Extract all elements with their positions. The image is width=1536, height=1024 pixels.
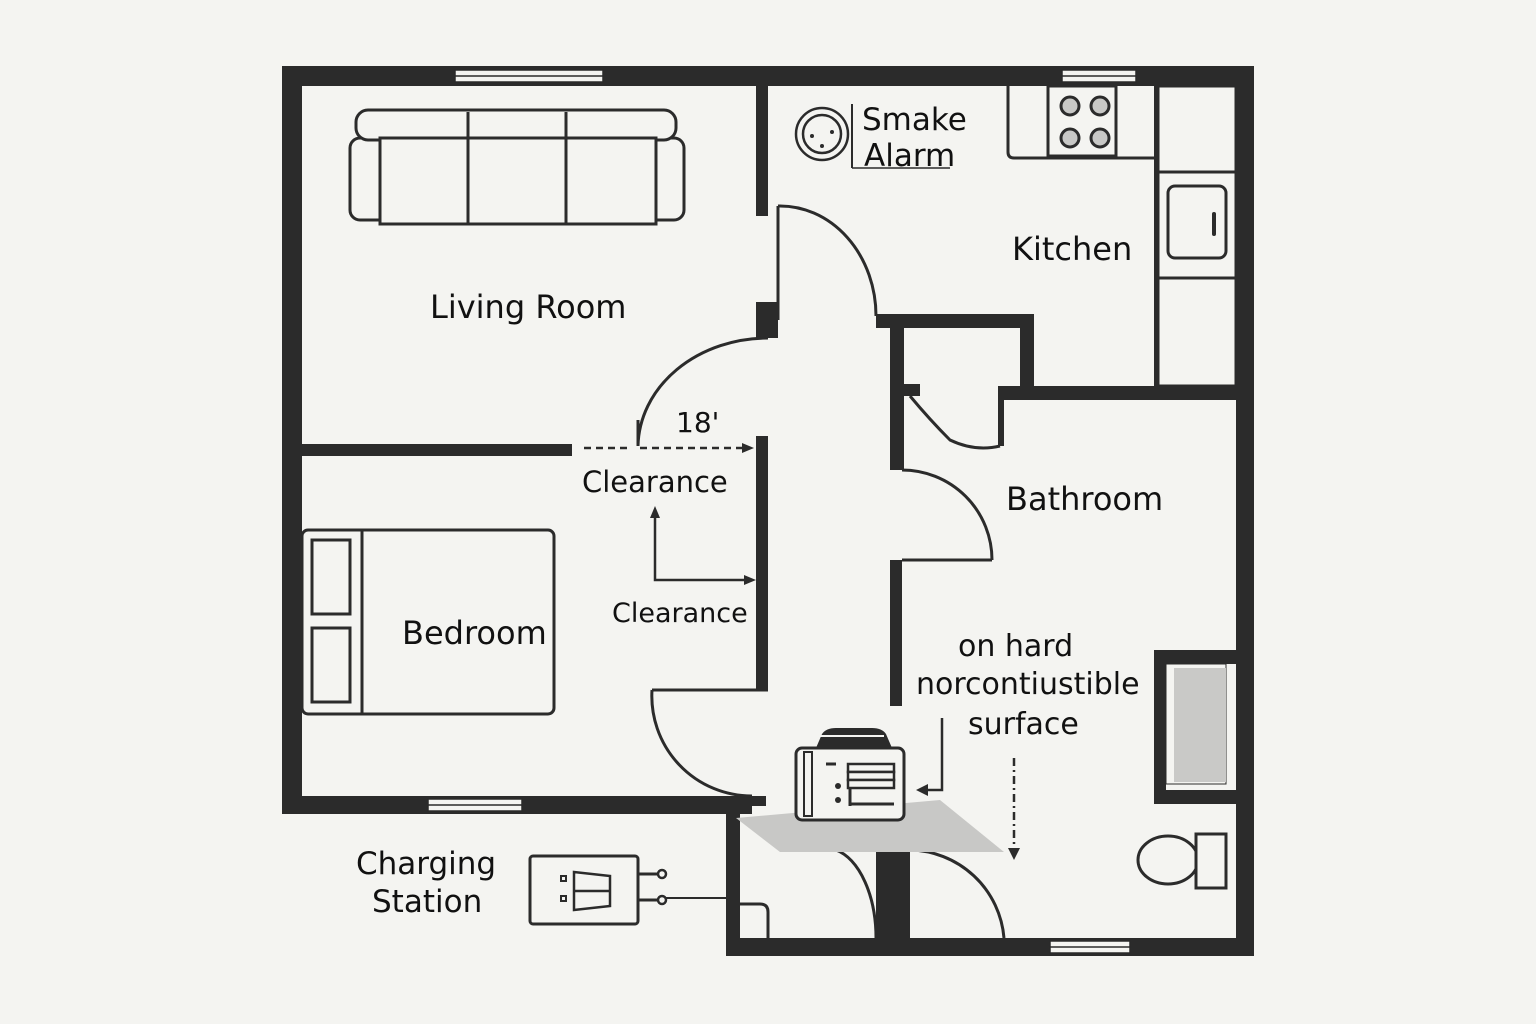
- doors: [636, 204, 1006, 941]
- surface-label-line2: norcontiustible: [916, 667, 1140, 702]
- room-label-living-room: Living Room: [430, 288, 626, 326]
- surface-label-line3: surface: [968, 707, 1079, 742]
- clearance-label-bottom: Clearance: [612, 598, 748, 629]
- clearance-arrow-bottom: [650, 506, 756, 585]
- smoke-alarm-label-line1: Smake: [862, 102, 967, 138]
- surface-label-line1: on hard: [958, 629, 1073, 664]
- sofa-icon: [348, 108, 686, 226]
- surface-pointer-arrow: [916, 718, 1020, 860]
- clearance-arrow-top: [584, 443, 754, 453]
- charging-station-icon: [528, 854, 726, 926]
- charging-station-label-line2: Station: [372, 884, 482, 920]
- bathtub-icon: [1165, 663, 1227, 785]
- stove-icon: [1046, 84, 1118, 158]
- bed-icon: [300, 528, 556, 716]
- room-label-bedroom: Bedroom: [402, 614, 547, 652]
- toilet-icon: [1136, 832, 1228, 890]
- room-label-kitchen: Kitchen: [1012, 230, 1132, 268]
- sink-icon: [1166, 184, 1228, 260]
- clearance-distance: 18': [676, 406, 719, 439]
- interior-walls: [302, 86, 1236, 950]
- clearance-label-top: Clearance: [582, 465, 728, 499]
- smoke-alarm-label-line2: Alarm: [864, 138, 955, 174]
- room-label-bathroom: Bathroom: [1006, 480, 1163, 518]
- portable-generator-icon: [794, 728, 906, 822]
- utility-box: [740, 902, 770, 938]
- windows: [427, 69, 1137, 954]
- charging-station-label-line1: Charging: [356, 846, 496, 882]
- smoke-alarm-icon: [794, 104, 950, 169]
